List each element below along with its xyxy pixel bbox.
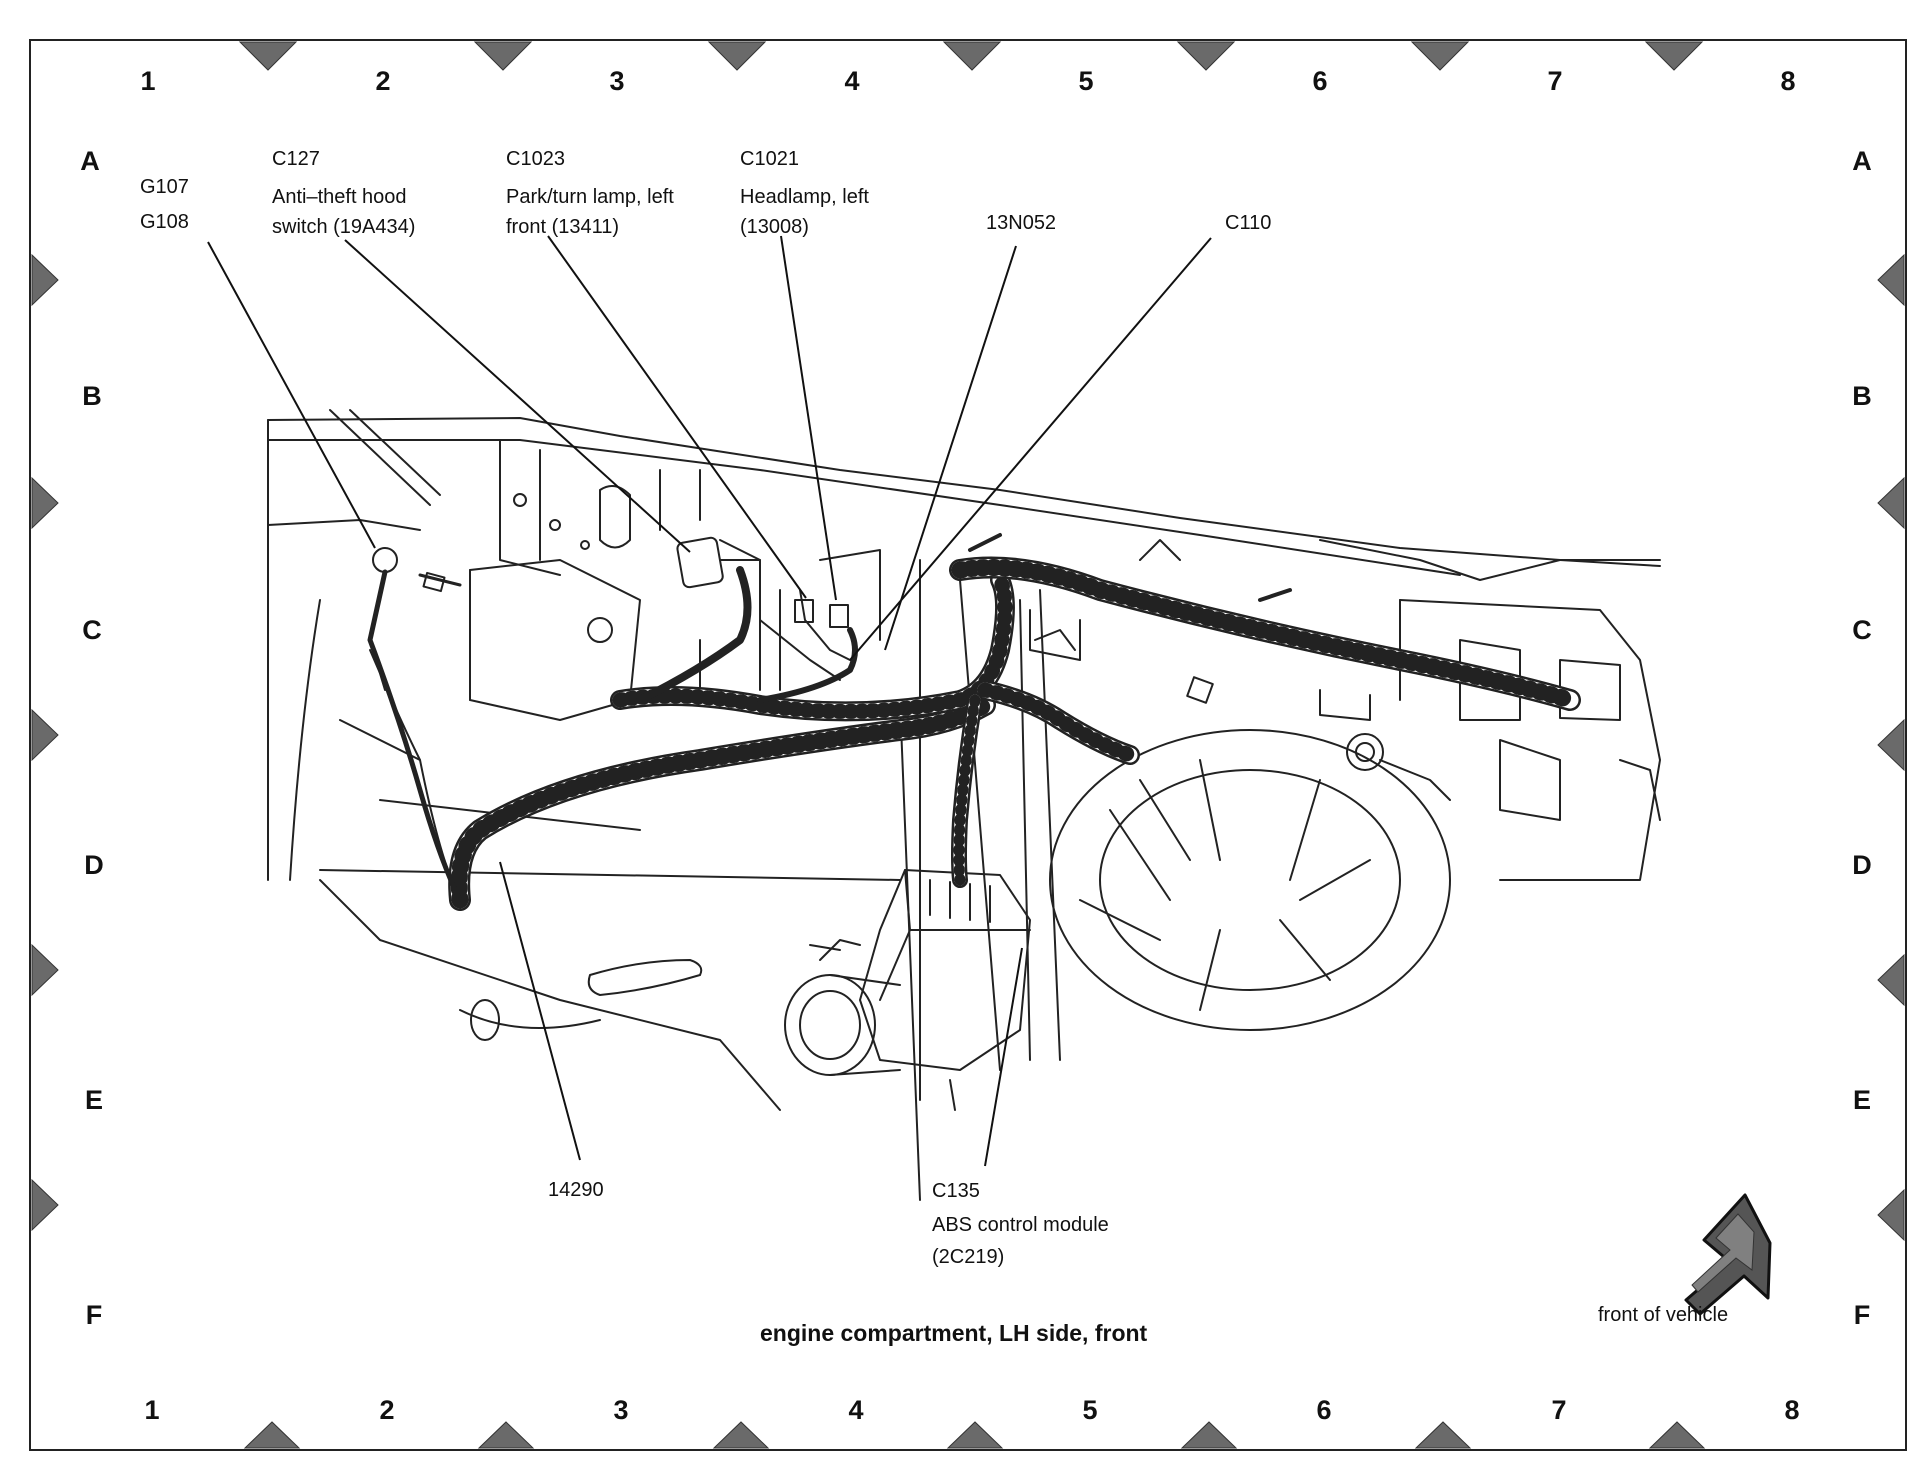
right-marker — [1877, 253, 1905, 307]
grid-row-left: E — [84, 1085, 103, 1115]
grid-row-right: C — [1852, 615, 1872, 645]
leader-c1021 — [780, 235, 837, 601]
label-c1023-desc2: front (13411) — [506, 216, 620, 238]
grid-row-left: D — [84, 850, 104, 880]
right-marker — [1877, 476, 1905, 530]
grid-col-top: 3 — [609, 66, 625, 96]
leader-14290 — [499, 861, 581, 1161]
leader-c110 — [849, 237, 1212, 661]
label-c135-desc1: ABS control module — [932, 1214, 1109, 1236]
leader-g107-g108 — [207, 241, 376, 549]
grid-col-top: 6 — [1312, 66, 1328, 96]
left-marker — [31, 943, 59, 997]
bottom-marker — [946, 1421, 1004, 1449]
grid-row-right: A — [1852, 146, 1872, 176]
grid-col-top: 5 — [1078, 66, 1094, 96]
label-c135-id: C135 — [932, 1180, 980, 1202]
label-g108: G108 — [140, 211, 189, 233]
top-marker — [707, 41, 767, 71]
label-g107: G107 — [140, 176, 189, 198]
border-markers — [31, 41, 1905, 1449]
right-marker — [1877, 1188, 1905, 1242]
front-arrow-icon — [1684, 1193, 1772, 1316]
top-marker — [1410, 41, 1470, 71]
grid-row-left: F — [85, 1300, 103, 1330]
leader-c135 — [984, 947, 1023, 1167]
radiator-support-outline — [267, 417, 1661, 567]
ground-terminal — [372, 547, 398, 573]
top-marker — [238, 41, 298, 71]
harness-bracket — [1029, 609, 1081, 661]
cooling-fan — [1049, 729, 1451, 1031]
leader-lines — [207, 235, 1212, 1167]
grid-row-right: E — [1852, 1085, 1871, 1115]
label-14290: 14290 — [548, 1179, 604, 1201]
label-c1023-desc1: Park/turn lamp, left — [506, 186, 674, 208]
label-13n052: 13N052 — [986, 212, 1057, 234]
bottom-marker — [712, 1421, 770, 1449]
bottom-marker — [1648, 1421, 1706, 1449]
grid-col-top: 1 — [140, 66, 156, 96]
left-marker — [31, 476, 59, 530]
top-marker — [473, 41, 533, 71]
left-marker — [31, 708, 59, 762]
ground-lead — [367, 569, 463, 903]
diagram-caption: engine compartment, LH side, front — [760, 1320, 1148, 1346]
grid-col-top: 4 — [844, 66, 860, 96]
grid-col-bottom: 7 — [1551, 1395, 1567, 1425]
right-marker — [1877, 953, 1905, 1007]
grid-col-bottom: 8 — [1784, 1395, 1800, 1425]
label-c127-id: C127 — [272, 148, 320, 170]
grid-col-top: 8 — [1780, 66, 1796, 96]
bottom-marker — [1180, 1421, 1238, 1449]
leader-13n052 — [884, 245, 1017, 651]
hood-switch-connector — [676, 536, 724, 589]
grid-row-right: F — [1853, 1300, 1871, 1330]
grid-col-bottom: 5 — [1082, 1395, 1098, 1425]
label-c1021-desc2: (13008) — [740, 216, 809, 238]
bottom-marker — [243, 1421, 301, 1449]
grid-row-left: B — [82, 381, 102, 411]
leader-c127 — [344, 239, 691, 553]
slot-outline — [587, 959, 703, 996]
top-marker — [1644, 41, 1704, 71]
harness-to-hood-switch — [636, 566, 752, 704]
label-c1023-id: C1023 — [506, 148, 565, 170]
right-marker — [1877, 718, 1905, 772]
wiring-harness — [367, 556, 1581, 911]
grid-col-top: 7 — [1547, 66, 1563, 96]
harness-to-headlamp — [757, 627, 858, 703]
grid-col-bottom: 4 — [848, 1395, 864, 1425]
top-marker — [942, 41, 1002, 71]
grid-row-left: A — [80, 146, 100, 176]
front-of-vehicle-label: front of vehicle — [1598, 1304, 1729, 1326]
label-c1021-desc1: Headlamp, left — [740, 186, 869, 208]
left-marker — [31, 253, 59, 307]
grid-col-bottom: 3 — [613, 1395, 629, 1425]
label-c135-desc2: (2C219) — [932, 1246, 1005, 1268]
grid-row-right: B — [1852, 381, 1872, 411]
grid-row-left: C — [82, 615, 102, 645]
label-c110: C110 — [1225, 212, 1272, 234]
label-c127-desc1: Anti–theft hood — [272, 186, 407, 208]
abs-module-drawing — [784, 869, 1031, 1111]
harness-bracket — [1319, 689, 1371, 721]
left-marker — [31, 1178, 59, 1232]
diagram-border — [29, 39, 1907, 1451]
grid-col-bottom: 1 — [144, 1395, 160, 1425]
bottom-marker — [1414, 1421, 1472, 1449]
top-marker — [1176, 41, 1236, 71]
grid-row-right: D — [1852, 850, 1872, 880]
leader-c1023 — [547, 235, 807, 599]
engine-compartment-drawing — [267, 409, 1661, 1201]
grid-col-bottom: 2 — [379, 1395, 395, 1425]
label-c1021-id: C1021 — [740, 148, 799, 170]
grid-col-top: 2 — [375, 66, 391, 96]
label-c127-desc2: switch (19A434) — [272, 216, 416, 238]
grid-col-bottom: 6 — [1316, 1395, 1332, 1425]
bottom-marker — [477, 1421, 535, 1449]
